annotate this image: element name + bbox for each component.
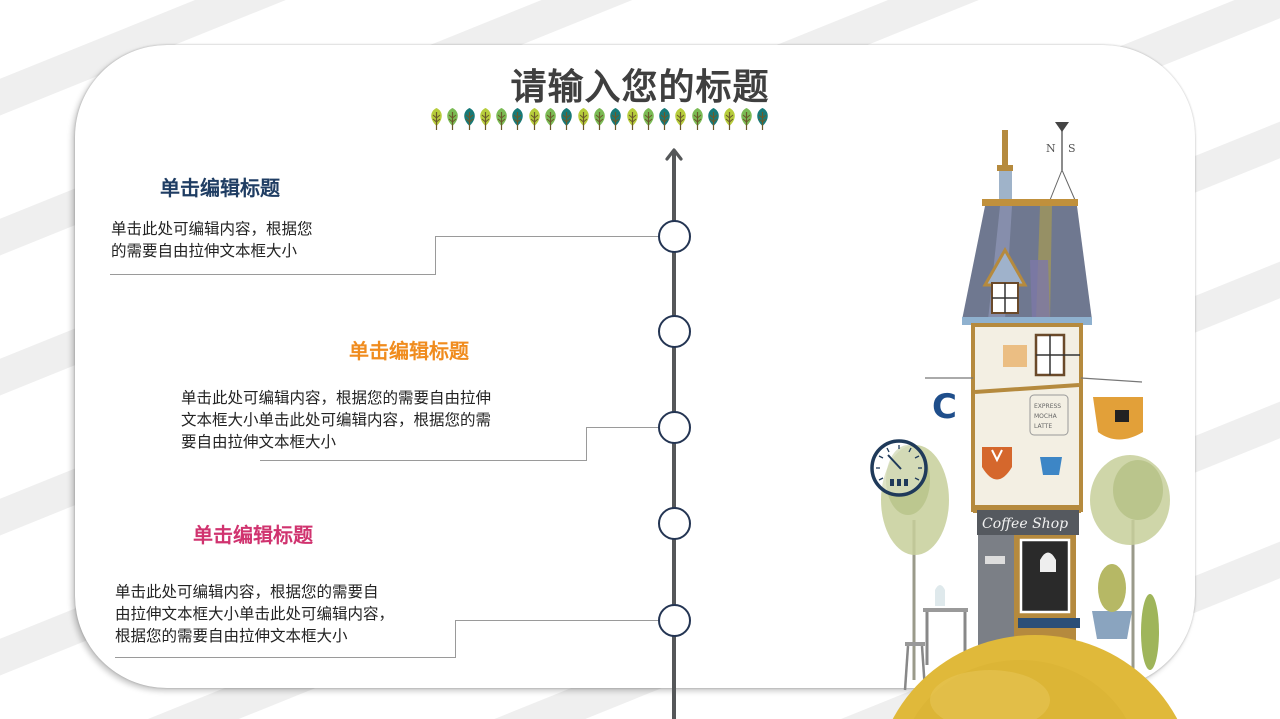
- leaf-divider: [429, 107, 770, 131]
- coffee-shop-house-illustration: N S EXPRESS MOCHA LATTE C Coffee Shop: [881, 122, 1178, 719]
- connector-line-2-drop: [260, 427, 587, 461]
- connector-line-3: [455, 620, 658, 621]
- leaf-icon: [592, 107, 607, 131]
- leaf-icon: [625, 107, 640, 131]
- svg-text:S: S: [1068, 142, 1076, 155]
- svg-text:MOCHA: MOCHA: [1034, 413, 1058, 420]
- leaf-icon: [657, 107, 672, 131]
- item-2-body[interactable]: 单击此处可编辑内容，根据您的需要自由拉伸 文本框大小单击此处可编辑内容，根据您的…: [181, 389, 492, 451]
- leaf-icon: [429, 107, 444, 131]
- item-2-title[interactable]: 单击编辑标题: [349, 339, 469, 363]
- leaf-icon: [608, 107, 623, 131]
- svg-text:N: N: [1046, 142, 1056, 155]
- leaf-icon: [445, 107, 460, 131]
- leaf-icon: [462, 107, 477, 131]
- timeline-node-5[interactable]: [658, 604, 691, 637]
- connector-line-3-drop: [115, 620, 456, 658]
- leaf-icon: [510, 107, 525, 131]
- item-1-title[interactable]: 单击编辑标题: [160, 176, 280, 200]
- item-3-body[interactable]: 单击此处可编辑内容，根据您的需要自 由拉伸文本框大小单击此处可编辑内容， 根据您…: [115, 583, 395, 645]
- svg-text:EXPRESS: EXPRESS: [1034, 403, 1061, 410]
- item-3-title[interactable]: 单击编辑标题: [193, 523, 313, 547]
- svg-text:Coffee Shop: Coffee Shop: [982, 516, 1068, 532]
- connector-line-1-drop: [110, 236, 436, 275]
- arrow-up-icon: [665, 148, 683, 161]
- svg-text:LATTE: LATTE: [1034, 423, 1052, 430]
- svg-text:C: C: [932, 387, 957, 427]
- leaf-icon: [478, 107, 493, 131]
- leaf-icon: [576, 107, 591, 131]
- timeline-node-2[interactable]: [658, 315, 691, 348]
- timeline-node-4[interactable]: [658, 507, 691, 540]
- page-title[interactable]: 请输入您的标题: [510, 67, 770, 108]
- item-1-body[interactable]: 单击此处可编辑内容，根据您 的需要自由拉伸文本框大小: [111, 220, 313, 260]
- leaf-icon: [494, 107, 509, 131]
- leaf-icon: [527, 107, 542, 131]
- leaf-icon: [755, 107, 770, 131]
- leaf-icon: [690, 107, 705, 131]
- leaf-icon: [641, 107, 656, 131]
- timeline-node-3[interactable]: [658, 411, 691, 444]
- leaf-icon: [543, 107, 558, 131]
- leaf-icon: [706, 107, 721, 131]
- leaf-icon: [722, 107, 737, 131]
- timeline-node-1[interactable]: [658, 220, 691, 253]
- connector-line-2: [586, 427, 658, 428]
- connector-line-1: [435, 236, 658, 237]
- speedometer-icon[interactable]: [868, 437, 930, 499]
- leaf-icon: [739, 107, 754, 131]
- leaf-icon: [559, 107, 574, 131]
- leaf-icon: [673, 107, 688, 131]
